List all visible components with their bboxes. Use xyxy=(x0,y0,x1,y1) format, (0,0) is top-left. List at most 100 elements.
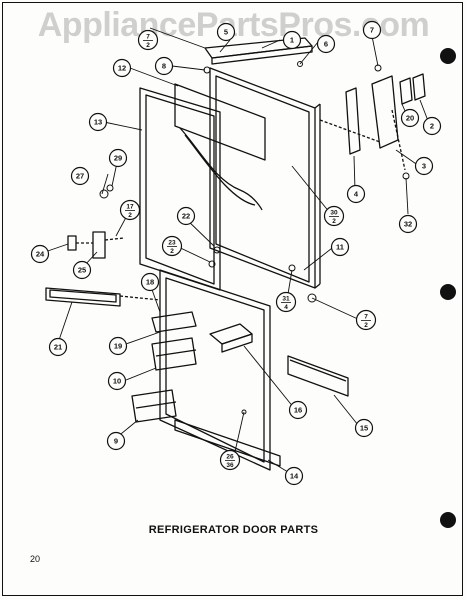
callout-14: 14 xyxy=(284,466,304,486)
callout-circle xyxy=(108,148,128,168)
callout-number: 17 xyxy=(126,204,134,211)
callout-circle xyxy=(70,166,90,186)
callout-number: 22 xyxy=(182,212,190,221)
callout-circle xyxy=(362,20,382,40)
callout-circle xyxy=(316,34,336,54)
callout-circle xyxy=(330,237,350,257)
callout-number: 5 xyxy=(224,28,228,37)
callout-circle xyxy=(108,336,128,356)
callout-number: 10 xyxy=(113,377,121,386)
upper-door-liner xyxy=(139,87,221,291)
callout-circle xyxy=(140,272,160,292)
callout-number: 11 xyxy=(336,243,344,252)
page-border xyxy=(2,2,463,596)
callout-number: 29 xyxy=(114,154,122,163)
callout-circle xyxy=(422,116,442,136)
callout-circle xyxy=(398,214,418,234)
callout-7b: 72 xyxy=(355,309,377,331)
callout-circle xyxy=(48,337,68,357)
diagram-caption: REFRIGERATOR DOOR PARTS xyxy=(148,524,319,536)
callout-circle xyxy=(219,449,241,471)
callout-circle xyxy=(107,371,127,391)
callout-22: 22 xyxy=(176,206,196,226)
callout-27: 27 xyxy=(70,166,90,186)
callout-9: 9 xyxy=(106,431,126,451)
callout-3: 3 xyxy=(414,156,434,176)
page-number: 20 xyxy=(30,554,41,564)
callout-number: 14 xyxy=(290,472,299,481)
callout-21: 21 xyxy=(48,337,68,357)
callout-10: 10 xyxy=(107,371,127,391)
callout-circle xyxy=(275,291,297,313)
callout-5: 5 xyxy=(216,22,236,42)
callout-circle xyxy=(112,58,132,78)
callout-number: 7 xyxy=(146,34,150,41)
binder-hole-top xyxy=(440,48,456,64)
callout-number: 18 xyxy=(146,278,154,287)
callout-7c: 7 xyxy=(362,20,382,40)
callout-number: 27 xyxy=(76,172,84,181)
callout-number: 13 xyxy=(94,118,102,127)
callout-circle xyxy=(176,206,196,226)
callout-circle xyxy=(284,466,304,486)
callout-25: 25 xyxy=(72,260,92,280)
binder-hole-middle xyxy=(440,284,456,300)
top-hinge-bar xyxy=(204,37,313,65)
callout-13: 13 xyxy=(88,112,108,132)
callout-number: 31 xyxy=(282,296,290,303)
callout-circle xyxy=(30,244,50,264)
callout-31: 314 xyxy=(275,291,297,313)
callout-number: 26 xyxy=(226,454,234,461)
callout-number: 12 xyxy=(118,64,126,73)
callout-23: 232 xyxy=(161,235,183,257)
callout-circle xyxy=(323,205,345,227)
leader-lines xyxy=(41,27,431,473)
callout-2: 2 xyxy=(422,116,442,136)
callout-circle xyxy=(346,184,366,204)
hinge-shims xyxy=(399,73,426,105)
callout-circle xyxy=(288,400,308,420)
callout-circle xyxy=(106,431,126,451)
callout-number: 16 xyxy=(294,406,302,415)
callout-number: 24 xyxy=(36,250,45,259)
upper-door-gasket xyxy=(174,83,266,211)
callout-quantity: 4 xyxy=(284,304,288,311)
callout-number: 2 xyxy=(430,122,434,131)
callout-circle xyxy=(88,112,108,132)
hardware xyxy=(99,61,410,415)
callout-number: 21 xyxy=(54,343,62,352)
callout-number: 7 xyxy=(370,26,374,35)
callout-circle xyxy=(119,199,141,221)
callout-bubbles: 1234567272789101112131415161721819202122… xyxy=(30,20,442,486)
shelf-retainer-19 xyxy=(151,311,197,333)
callout-7a: 72 xyxy=(137,29,159,51)
callout-number: 25 xyxy=(78,266,86,275)
callout-circle xyxy=(216,22,236,42)
callout-circle xyxy=(282,30,302,50)
shelf-retainer-9 xyxy=(131,389,177,423)
callout-20: 20 xyxy=(400,108,420,128)
callout-quantity: 36 xyxy=(226,462,234,469)
callout-circle xyxy=(354,418,374,438)
hinge-assembly-right xyxy=(319,75,406,171)
callout-quantity: 2 xyxy=(170,248,174,255)
callout-number: 9 xyxy=(114,437,118,446)
callout-circle xyxy=(137,29,159,51)
callout-number: 8 xyxy=(162,62,166,71)
callout-number: 6 xyxy=(324,40,328,49)
callout-12: 12 xyxy=(112,58,132,78)
door-handle-trim xyxy=(45,287,161,307)
callout-number: 20 xyxy=(406,114,414,123)
callout-18: 18 xyxy=(140,272,160,292)
binder-hole-bottom xyxy=(440,512,456,528)
callout-32: 32 xyxy=(398,214,418,234)
callout-1: 1 xyxy=(282,30,302,50)
callout-circle xyxy=(161,235,183,257)
callout-number: 7 xyxy=(364,314,368,321)
callout-circle xyxy=(400,108,420,128)
callout-number: 3 xyxy=(422,162,426,171)
hinge-bracket-left xyxy=(67,231,125,259)
callout-number: 4 xyxy=(354,190,359,199)
callout-number: 1 xyxy=(290,36,294,45)
